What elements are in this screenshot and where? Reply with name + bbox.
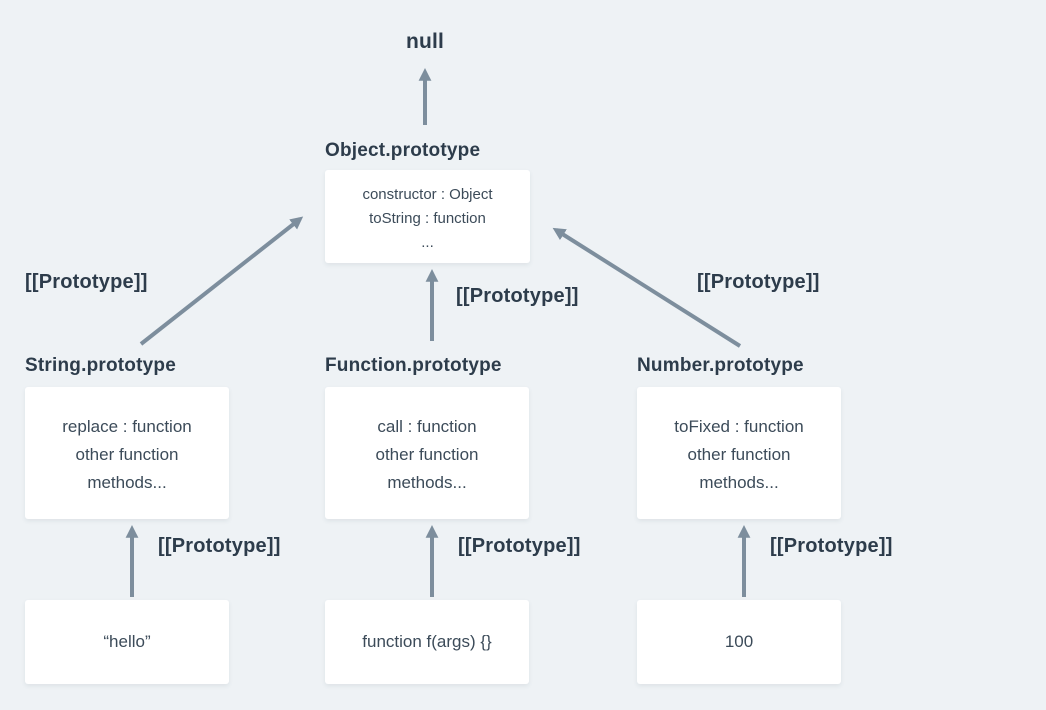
number-instance-value: 100: [724, 632, 754, 651]
function-instance-box: function f(args) {}: [325, 600, 529, 684]
prototype-label-string-to-object: [[Prototype]]: [25, 271, 148, 293]
prototype-label-function-to-object: [[Prototype]]: [456, 285, 579, 307]
string-prototype-box: replace : function other function method…: [25, 387, 229, 519]
null-node-label: null: [405, 30, 445, 53]
string-member: replace : function: [62, 417, 192, 436]
number-prototype-title: Number.prototype: [637, 355, 804, 376]
arrow-string-to-object: [139, 216, 304, 346]
function-instance-value: function f(args) {}: [362, 632, 492, 651]
function-member: call : function: [377, 417, 477, 436]
object-member: ...: [421, 234, 434, 251]
object-member: toString : function: [369, 210, 486, 227]
string-instance-value: “hello”: [103, 632, 151, 651]
number-prototype-box: toFixed : function other function method…: [637, 387, 841, 519]
number-member: toFixed : function: [674, 417, 804, 436]
string-prototype-title: String.prototype: [25, 355, 176, 376]
function-prototype-title: Function.prototype: [325, 355, 502, 376]
function-prototype-box: call : function other function methods..…: [325, 387, 529, 519]
object-prototype-title: Object.prototype: [325, 140, 481, 161]
object-prototype-box: constructor : Object toString : function…: [325, 170, 530, 263]
prototype-label-100-to-number: [[Prototype]]: [770, 535, 893, 557]
prototype-label-f-to-function: [[Prototype]]: [458, 535, 581, 557]
number-member: other function: [687, 445, 791, 464]
function-member: methods...: [387, 473, 467, 492]
prototype-label-hello-to-string: [[Prototype]]: [158, 535, 281, 557]
string-member: other function: [75, 445, 179, 464]
string-instance-box: “hello”: [25, 600, 229, 684]
string-member: methods...: [87, 473, 167, 492]
number-instance-box: 100: [637, 600, 841, 684]
number-member: methods...: [699, 473, 779, 492]
function-member: other function: [375, 445, 479, 464]
object-member: constructor : Object: [362, 186, 493, 203]
prototype-label-number-to-object: [[Prototype]]: [697, 271, 820, 293]
